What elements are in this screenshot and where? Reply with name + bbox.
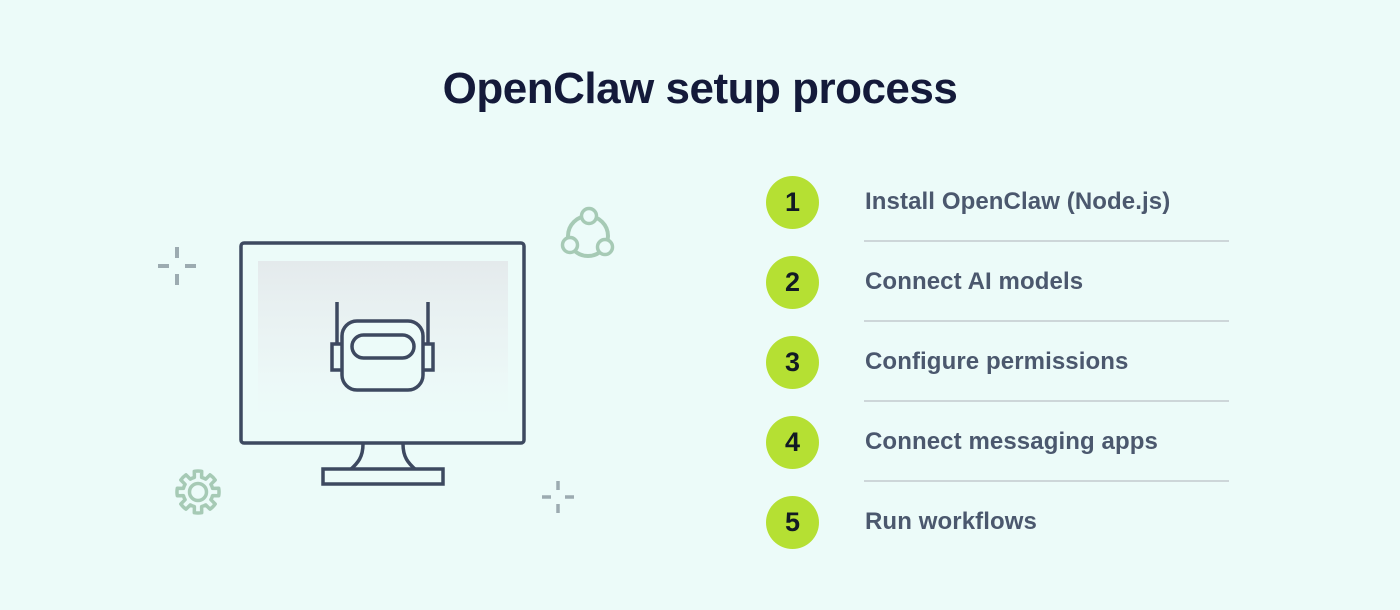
crosshair-sparkle-icon [158,247,196,285]
monitor-robot-icon [158,206,615,515]
step-badge: 5 [766,495,819,549]
step-row: 4 Connect messaging apps [766,402,1229,482]
robot-visor [350,333,416,360]
monitor-frame [239,241,526,445]
setup-illustration [140,195,640,540]
step-badge: 2 [766,255,819,309]
gear-icon [175,469,221,515]
step-row: 2 Connect AI models [766,242,1229,322]
step-number: 4 [784,426,801,457]
step-row: 3 Configure permissions [766,322,1229,402]
monitor-stand-base [321,467,445,486]
step-label: Configure permissions [865,348,1129,375]
step-number: 1 [784,186,801,217]
step-row: 1 Install OpenClaw (Node.js) [766,162,1229,242]
step-number: 2 [784,266,801,297]
step-label: Install OpenClaw (Node.js) [865,188,1171,215]
step-label: Run workflows [865,508,1037,535]
monitor-stand-neck [401,443,418,472]
robot-head-icon [330,302,435,392]
step-row: 5 Run workflows [766,482,1229,562]
setup-steps-list: 1 Install OpenClaw (Node.js) 2 Connect A… [766,162,1229,562]
share-nodes-icon [560,206,615,258]
step-label: Connect AI models [865,268,1084,295]
step-label: Connect messaging apps [865,428,1158,455]
step-badge: 4 [766,415,819,469]
page-title: OpenClaw setup process [442,64,958,113]
crosshair-sparkle-icon [542,481,574,513]
step-badge: 1 [766,175,819,229]
step-number: 5 [784,506,801,537]
step-number: 3 [784,346,801,377]
monitor-stand-neck [348,443,365,472]
step-badge: 3 [766,335,819,389]
